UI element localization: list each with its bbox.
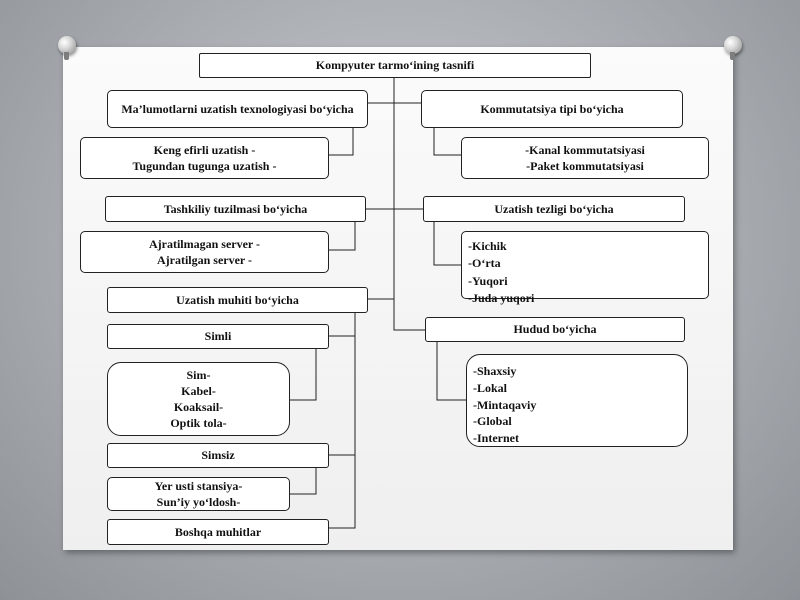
tech-item: Tugundan tugunga uzatish - xyxy=(132,159,277,173)
speed-heading: Uzatish tezligi bo‘yicha xyxy=(423,196,685,222)
wired-item: Kabel- xyxy=(181,383,216,398)
speed-items: -Kichik -O‘rta -Yuqori -Juda yuqori xyxy=(461,231,709,305)
org-item: Ajratilgan server - xyxy=(156,253,253,267)
region-item: -Global xyxy=(473,414,512,429)
region-item: -Shaxsiy xyxy=(473,364,517,378)
bracket-wired xyxy=(290,349,317,401)
switching-item: -Kanal kommutatsiyasi xyxy=(525,142,645,157)
tech-items: Keng efirli uzatish - Tugundan tugunga u… xyxy=(80,137,329,179)
speed-item: -Juda yuqori xyxy=(468,291,535,306)
trunk-line xyxy=(393,78,425,331)
wired-item: Koaksail- xyxy=(173,400,224,414)
bracket-tech xyxy=(329,116,354,156)
org-item: Ajratilmagan server - xyxy=(148,236,261,251)
speed-item: -Yuqori xyxy=(468,273,508,288)
org-items: Ajratilmagan server - Ajratilgan server … xyxy=(80,231,329,273)
switching-items: -Kanal kommutatsiyasi -Paket kommutatsiy… xyxy=(461,137,709,179)
wireless-heading: Simsiz xyxy=(107,443,329,468)
region-item: -Lokal xyxy=(473,380,508,395)
region-items: -Shaxsiy -Lokal -Mintaqaviy -Global -Int… xyxy=(466,354,688,447)
pushpin-icon-right xyxy=(724,36,742,60)
wireless-item: Yer usti stansiya- xyxy=(154,478,243,493)
wireless-items: Yer usti stansiya- Sun’iy yo‘ldosh- xyxy=(107,477,290,511)
switching-heading: Kommutatsiya tipi bo‘yicha xyxy=(421,90,683,128)
bracket-switching xyxy=(433,116,461,156)
bracket-speed xyxy=(433,222,461,266)
bracket-org xyxy=(329,222,356,251)
switching-item: -Paket kommutatsiyasi xyxy=(526,159,644,173)
region-item: -Mintaqaviy xyxy=(473,397,537,412)
medium-heading: Uzatish muhiti bo‘yicha xyxy=(107,287,368,313)
region-item: -Internet xyxy=(473,431,519,446)
region-heading: Hudud bo‘yicha xyxy=(425,317,685,342)
other-media: Boshqa muhitlar xyxy=(107,519,329,545)
bracket-wireless xyxy=(290,468,317,495)
tech-item: Keng efirli uzatish - xyxy=(153,142,256,157)
wired-items: Sim- Kabel- Koaksail- Optik tola- xyxy=(107,362,290,436)
bracket-region xyxy=(436,342,466,401)
speed-item: -O‘rta xyxy=(468,256,501,271)
pushpin-icon-left xyxy=(58,36,76,60)
wireless-item: Sun’iy yo‘ldosh- xyxy=(156,495,241,509)
org-heading: Tashkiliy tuzilmasi bo‘yicha xyxy=(105,196,366,222)
tech-heading: Ma’lumotlarni uzatish texnologiyasi bo‘y… xyxy=(107,90,368,128)
wired-item: Sim- xyxy=(186,367,211,382)
speed-item: -Kichik xyxy=(468,239,507,253)
wired-heading: Simli xyxy=(107,324,329,349)
medium-spine xyxy=(329,313,356,529)
wired-item: Optik tola- xyxy=(170,416,227,431)
diagram-title: Kompyuter tarmo‘ining tasnifi xyxy=(199,53,591,78)
